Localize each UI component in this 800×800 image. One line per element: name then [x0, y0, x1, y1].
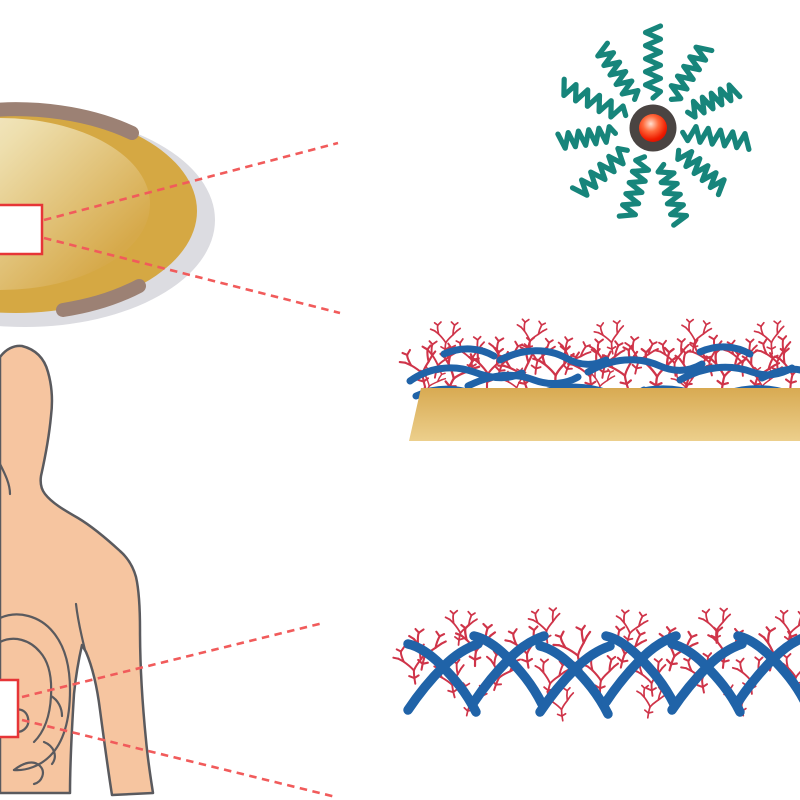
polymer-network-panel: [390, 606, 800, 725]
substrate-slab: [409, 388, 800, 441]
micelle-corona-chain: [668, 44, 715, 103]
micelle-drug-core: [639, 114, 667, 142]
body-callout: [0, 621, 337, 799]
micelle-corona-chain: [642, 23, 664, 101]
micelle-nanoparticle: [555, 23, 752, 228]
micelle-corona-chain: [569, 145, 630, 198]
device-brown-arc-bottom: [56, 279, 146, 317]
device-callout-rect: [0, 203, 44, 256]
device-callout-line-lower: [43, 236, 341, 315]
micelle-corona-chain: [675, 147, 727, 198]
jaw-line: [0, 462, 12, 496]
micelle-corona-chain: [680, 123, 752, 152]
device-callout-line-upper: [43, 141, 339, 222]
micelle-corona-chain: [684, 82, 743, 120]
micelle-corona-chains: [555, 23, 752, 228]
body-callout-line-lower: [21, 718, 337, 799]
network-blue-chains: [408, 636, 800, 714]
device-brown-arc-top: [0, 102, 139, 140]
micelle-corona-chain: [595, 40, 641, 103]
micelle-corona-chain: [555, 124, 619, 151]
human-torso: [0, 344, 155, 797]
micelle-corona-chain: [655, 161, 690, 228]
device-callout: [0, 141, 341, 315]
surface-polymer-brush-panel: [396, 316, 800, 441]
torso-detail-lines: [0, 462, 87, 652]
torso-outline: [0, 344, 155, 797]
micelle-corona-chain: [616, 154, 652, 219]
micelle-corona-chain: [561, 76, 629, 120]
body-callout-rect: [0, 678, 20, 739]
intestine-lines: [0, 613, 72, 786]
armpit-line: [74, 602, 87, 652]
